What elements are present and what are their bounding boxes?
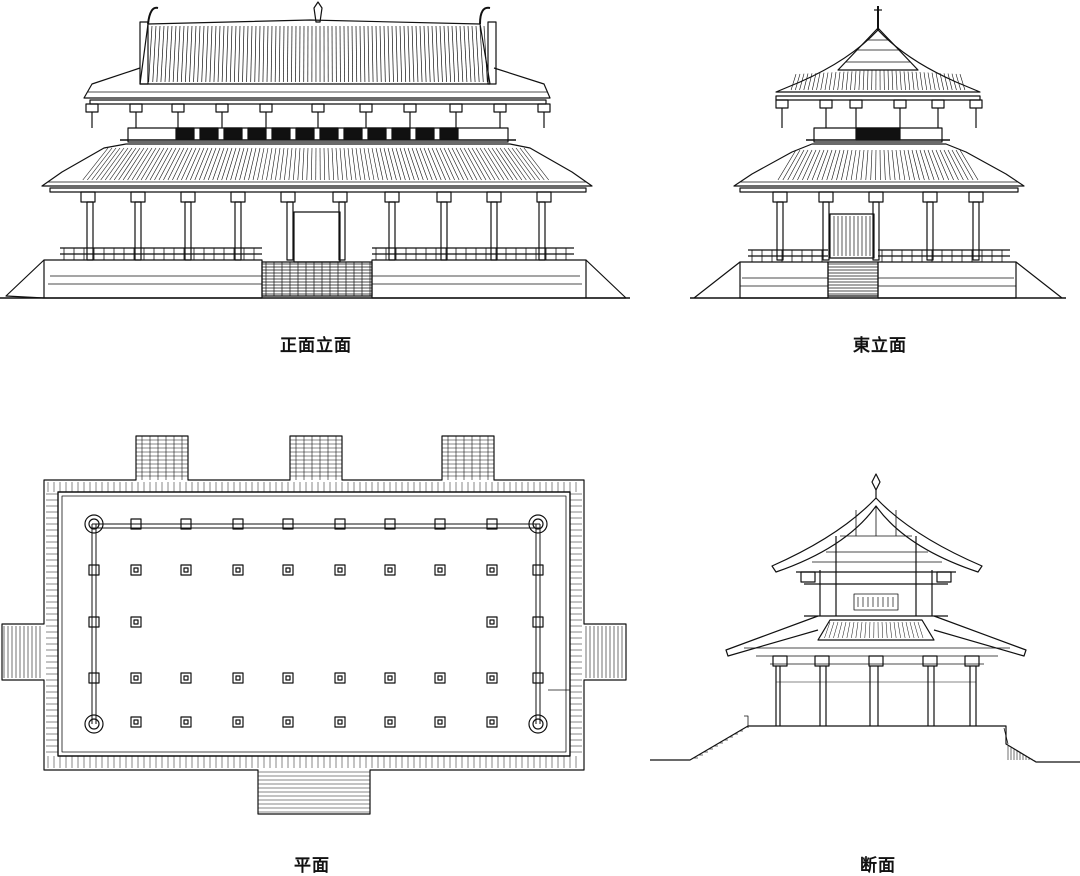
front-elevation-drawing: [0, 2, 630, 298]
caption-east-elevation: 東立面: [780, 331, 980, 356]
section-drawing: [650, 474, 1080, 762]
caption-front-elevation: 正面立面: [216, 331, 416, 356]
plan-drawing: [2, 436, 626, 814]
caption-section: 断面: [778, 851, 978, 876]
caption-plan: 平面: [212, 851, 412, 876]
east-elevation-drawing: [690, 6, 1066, 298]
